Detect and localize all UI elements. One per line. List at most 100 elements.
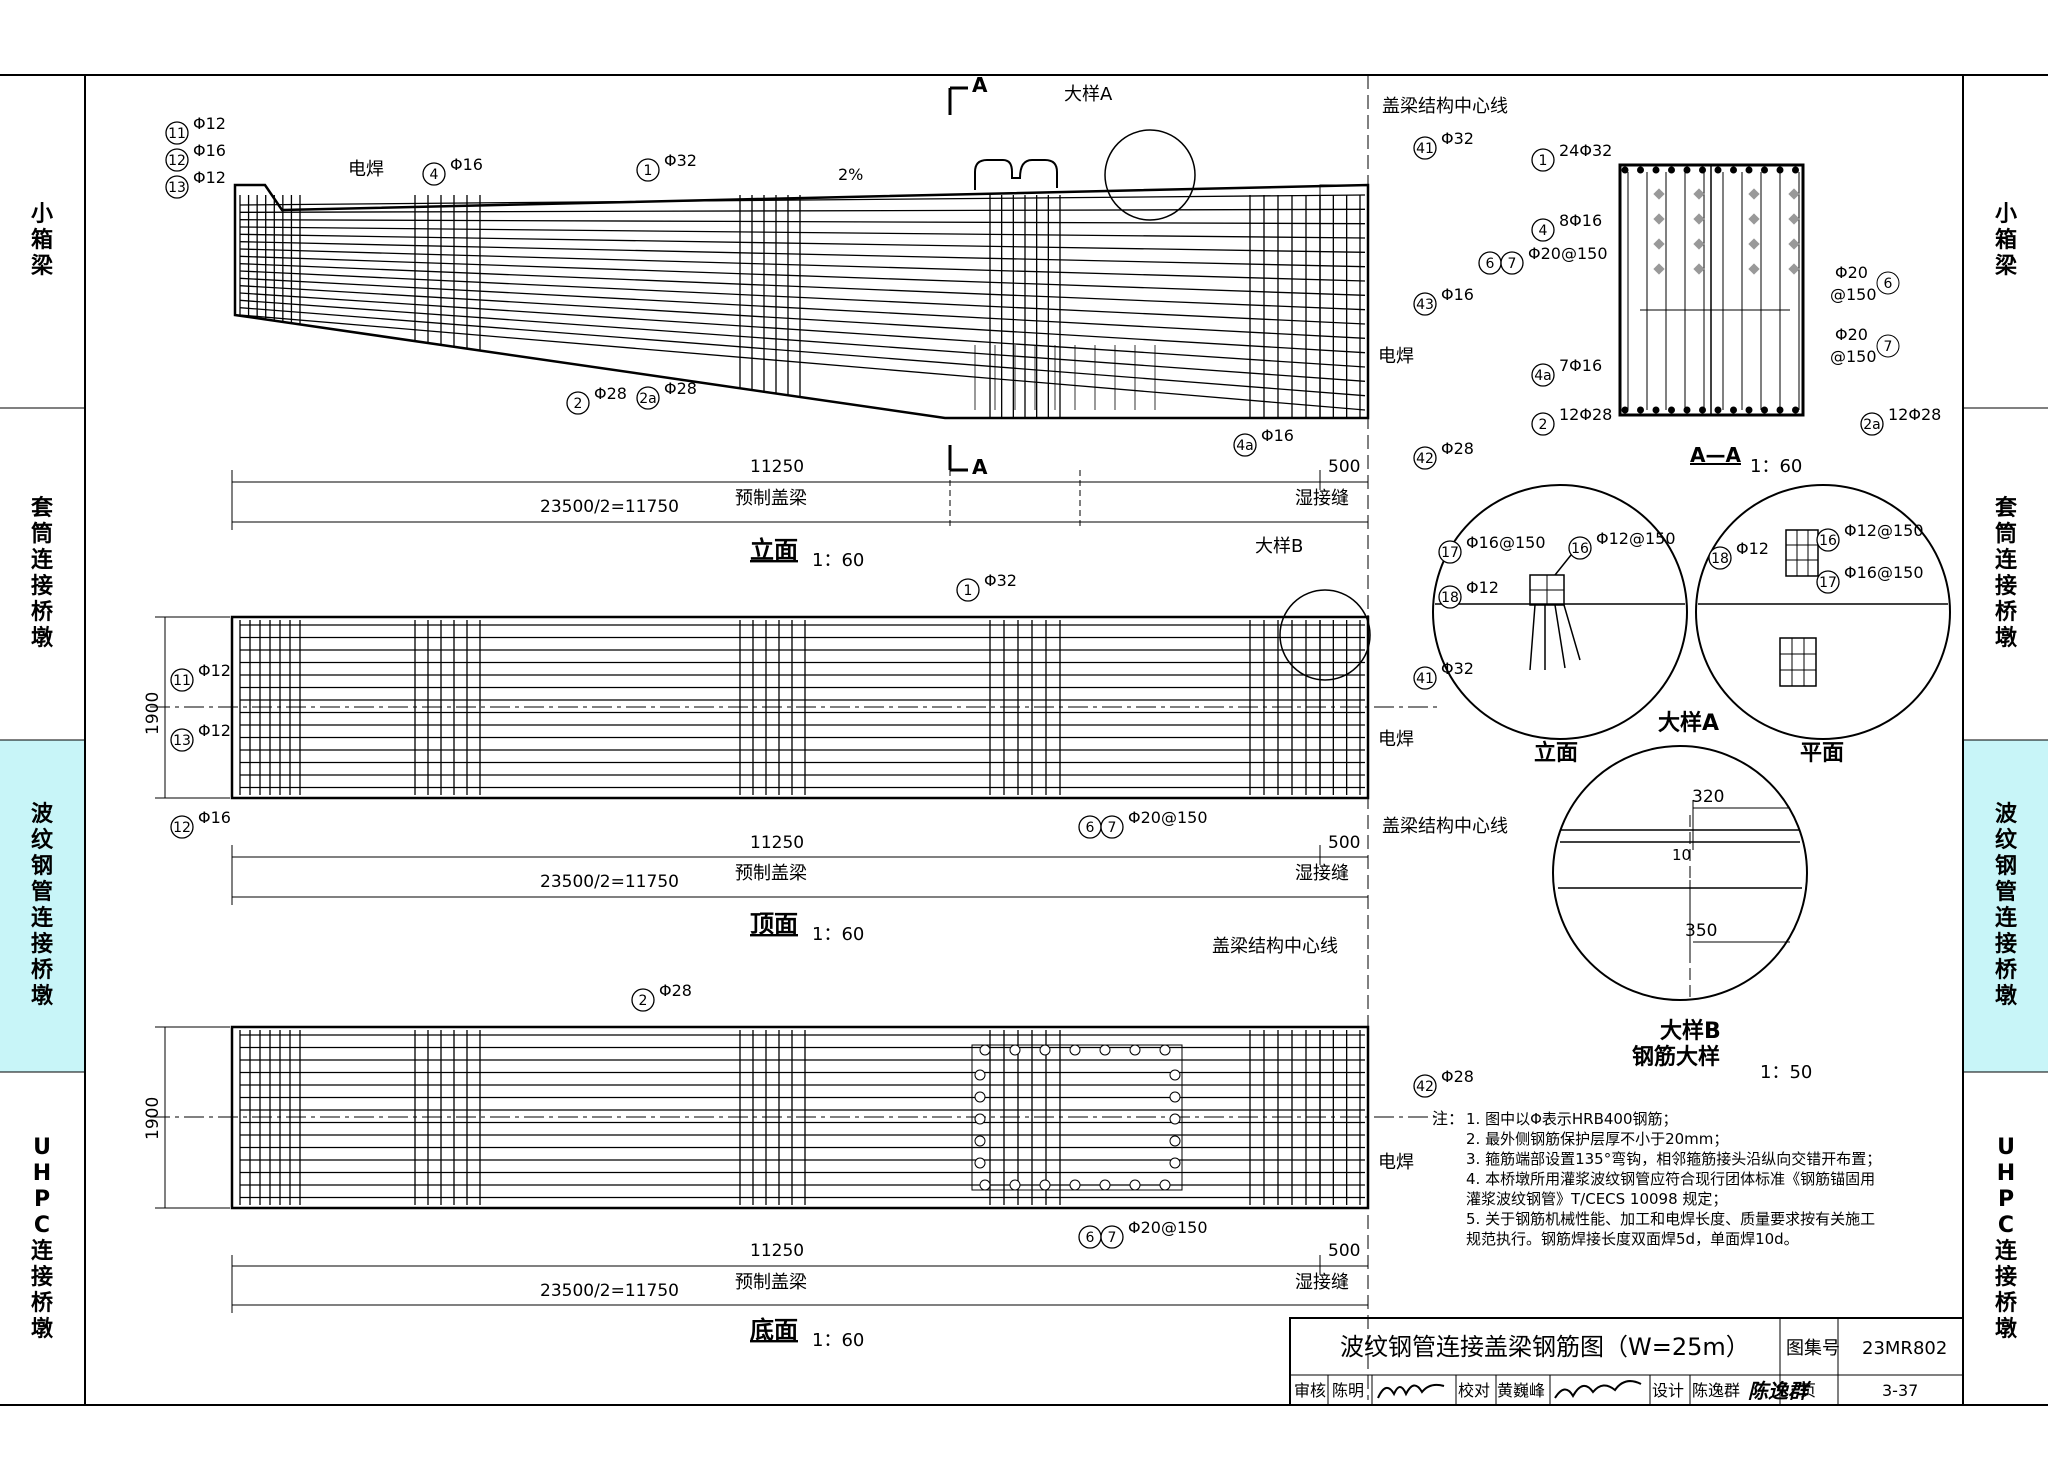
callout-circle [1413,1074,1437,1098]
centerline-label-top: 盖梁结构中心线 [1382,816,1508,837]
right-tab-uhpc-pier[interactable]: UHPC连接桥墩 [1964,1072,2048,1406]
callout-circle [1438,540,1462,564]
callout-number: 11 [173,673,191,689]
section-callouts: 124Φ3248Φ164a7Φ16212Φ282a12Φ28Φ20@1506Φ2… [1531,141,1941,436]
corrugated-pipe [1159,1044,1171,1056]
precast-label-elev: 预制盖梁 [735,488,807,509]
section-aa [1618,163,1805,417]
callout-circle [1860,412,1884,436]
callout-number: 13 [173,733,191,749]
weld-label-bottom: 电焊 [1378,1152,1414,1173]
callout-number: 7 [1108,1230,1117,1246]
callout-number: 42 [1416,451,1434,467]
top-bar [1621,166,1629,174]
longitudinal-bar [239,307,1366,397]
detail-a-title: 大样A [1658,710,1719,736]
left-tab-corrugated-pier[interactable]: 波纹钢管连接桥墩 [0,740,84,1072]
callout-number: 7 [1508,256,1517,272]
callout-number: 7 [1108,820,1117,836]
stirrup-6-bar: Φ20 [1835,263,1868,282]
callout-number: 2 [1539,417,1548,433]
bottom-bar [1699,406,1706,414]
section-title: A—A [1690,443,1741,467]
corrugated-pipe [979,1179,991,1191]
note-line: 4. 本桥墩所用灌浆波纹钢管应符合现行团体标准《钢筋锚固用 [1466,1170,1875,1188]
longitudinal-bar [239,270,1366,325]
callout-bar-spec: Φ16 [198,808,231,827]
callout-number: 4 [1539,223,1548,239]
left-tab-uhpc-pier[interactable]: UHPC连接桥墩 [0,1072,84,1406]
left-tab-sleeve-pier[interactable]: 套筒连接桥墩 [0,408,84,740]
detail-a-label: 大样A [1064,84,1113,105]
right-tab-sleeve-pier[interactable]: 套筒连接桥墩 [1964,408,2048,740]
top-bar [1652,166,1660,174]
detail-b [1552,745,1808,1001]
drawing-title: 波纹钢管连接盖梁钢筋图（W=25m） [1340,1333,1750,1361]
callout-number: 2 [574,396,583,412]
section-bar-dot [1693,188,1705,200]
note-line: 1. 图中以Φ表示HRB400钢筋； [1466,1110,1678,1128]
callout-circle [165,175,189,199]
section-bar-dot [1748,213,1760,225]
callout-number: 4 [430,167,439,183]
detail-b-title: 大样B [1660,1018,1721,1044]
left-tab-label: 波纹钢管连接桥墩 [30,802,53,1009]
top-bar [1776,166,1784,174]
bottom-bar [1730,406,1737,414]
callout-number: 2 [639,993,648,1009]
reviewer-signature [1377,1383,1445,1399]
callout-number: 18 [1711,551,1729,567]
section-scale: 1：60 [1750,456,1802,477]
top-bar [1761,166,1768,174]
detail-b-subtitle: 钢筋大样 [1632,1044,1720,1070]
callout-bar-spec: Φ28 [594,384,627,403]
dim-total-elev: 23500/2=11750 [540,497,679,517]
callout-circle [170,668,194,692]
corrugated-pipe [974,1069,986,1081]
right-tab-label: 波纹钢管连接桥墩 [1994,802,2017,1009]
detail-b-dim-320: 320 [1692,787,1724,807]
right-tab-corrugated-pier[interactable]: 波纹钢管连接桥墩 [1964,740,2048,1072]
left-tab-box-girder[interactable]: 小箱梁 [0,74,84,408]
callout-bar-spec: Φ16 [1261,426,1294,445]
right-tab-box-girder[interactable]: 小箱梁 [1964,74,2048,408]
callout-circle [170,728,194,752]
longitudinal-bar [239,219,1366,225]
note-line: 2. 最外侧钢筋保护层厚不小于20mm； [1466,1130,1728,1148]
top-bar [1668,166,1675,174]
callout-circle [1531,218,1555,242]
callout-number: 18 [1441,590,1459,606]
top-view [150,589,1440,800]
corrugated-pipe [1039,1044,1051,1056]
section-bar-dot [1788,238,1800,250]
top-view-dimensions [155,616,1368,905]
callout-bar-spec: 24Φ32 [1559,141,1612,160]
longitudinal-bar [239,226,1366,239]
top-bar [1745,166,1753,174]
bottom-view [150,1025,1440,1210]
slope-label: 2% [838,165,863,184]
callout-number: 6 [1486,256,1495,272]
corrugated-pipe [1169,1135,1181,1147]
callout-circle [1413,666,1437,690]
section-mark-top: A [972,73,988,97]
corrugated-pipe [1099,1044,1111,1056]
bottom-bar [1745,406,1753,414]
callout-number: 13 [168,180,186,196]
dim-11250-elev: 11250 [750,457,804,477]
section-bar-dot [1653,188,1665,200]
